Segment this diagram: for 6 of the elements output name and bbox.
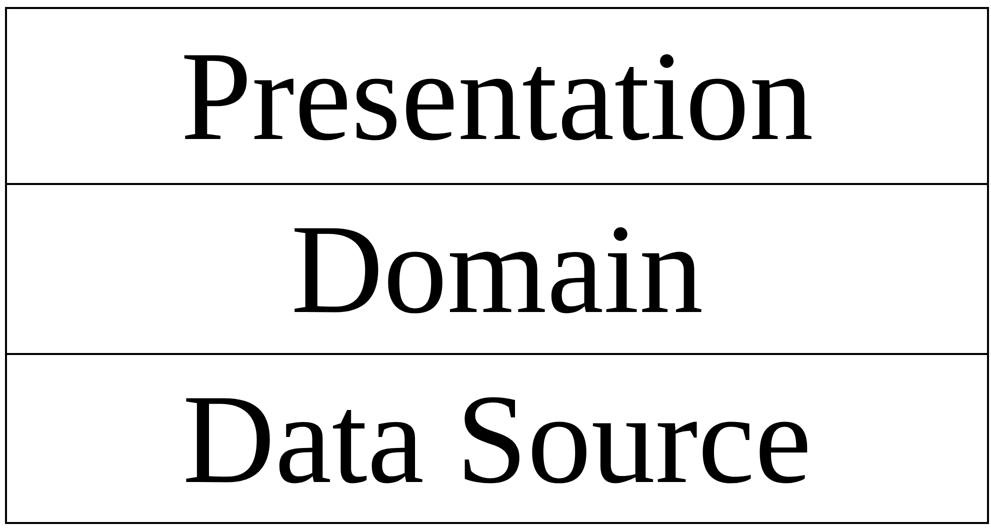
layer-label: Domain bbox=[290, 205, 704, 333]
layer-box bbox=[5, 183, 989, 355]
layer-box bbox=[5, 7, 989, 185]
layer-box bbox=[5, 353, 989, 524]
layer-label: Data Source bbox=[182, 374, 812, 502]
layer-label: Presentation bbox=[180, 32, 814, 160]
